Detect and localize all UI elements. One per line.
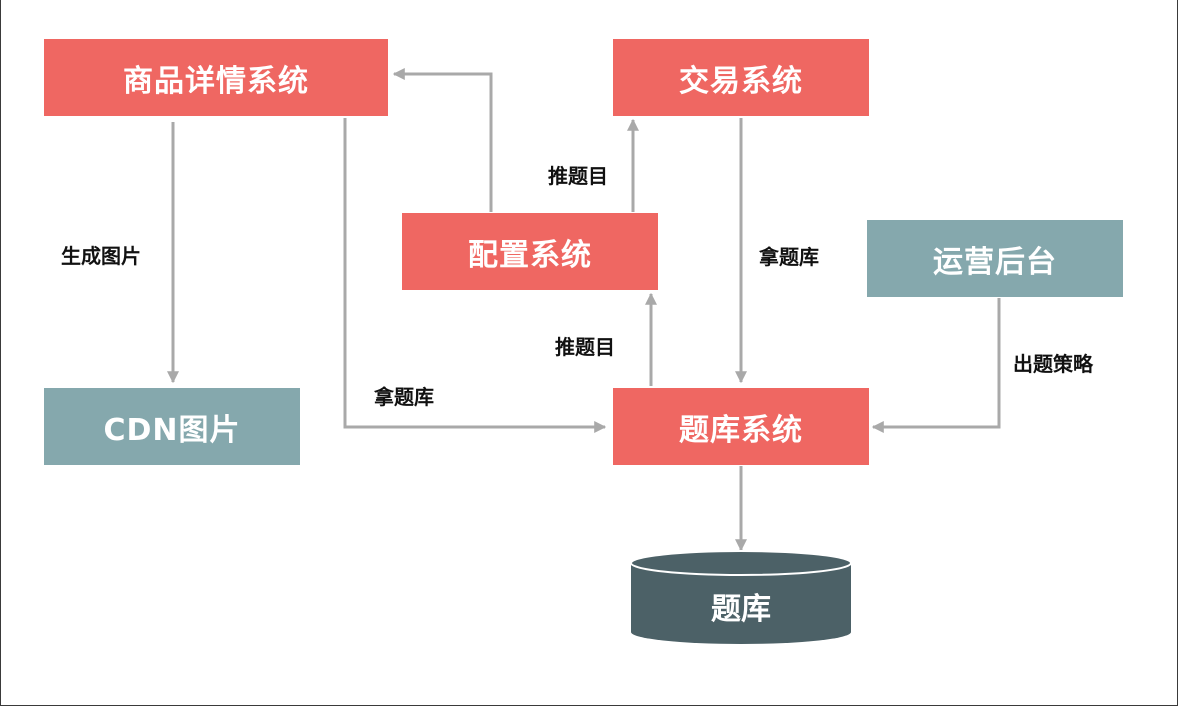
edge-label-fetch-bank-trade: 拿题库 <box>759 245 819 269</box>
question-bank-db-label: 题库 <box>711 592 771 627</box>
database-cylinder <box>630 550 852 644</box>
cdn-image-box: CDN图片 <box>44 388 300 465</box>
arrow-ops-to-question-bank <box>871 298 1001 433</box>
question-bank-system-box: 题库系统 <box>613 388 869 465</box>
product-detail-system-box: 商品详情系统 <box>44 39 388 116</box>
edge-label-question-strategy: 出题策略 <box>1013 352 1093 376</box>
ops-backend-box: 运营后台 <box>867 220 1123 297</box>
edge-label-push-question-bottom: 推题目 <box>555 335 615 359</box>
edge-label-generate-image: 生成图片 <box>61 244 141 268</box>
edge-label-push-question-top: 推题目 <box>548 164 608 188</box>
config-system-box: 配置系统 <box>402 213 658 290</box>
arrow-product-to-question-bank <box>343 118 607 433</box>
trade-system-box: 交易系统 <box>613 39 869 116</box>
arrow-config-to-product <box>392 68 493 212</box>
edge-label-fetch-bank-product: 拿题库 <box>374 385 434 409</box>
